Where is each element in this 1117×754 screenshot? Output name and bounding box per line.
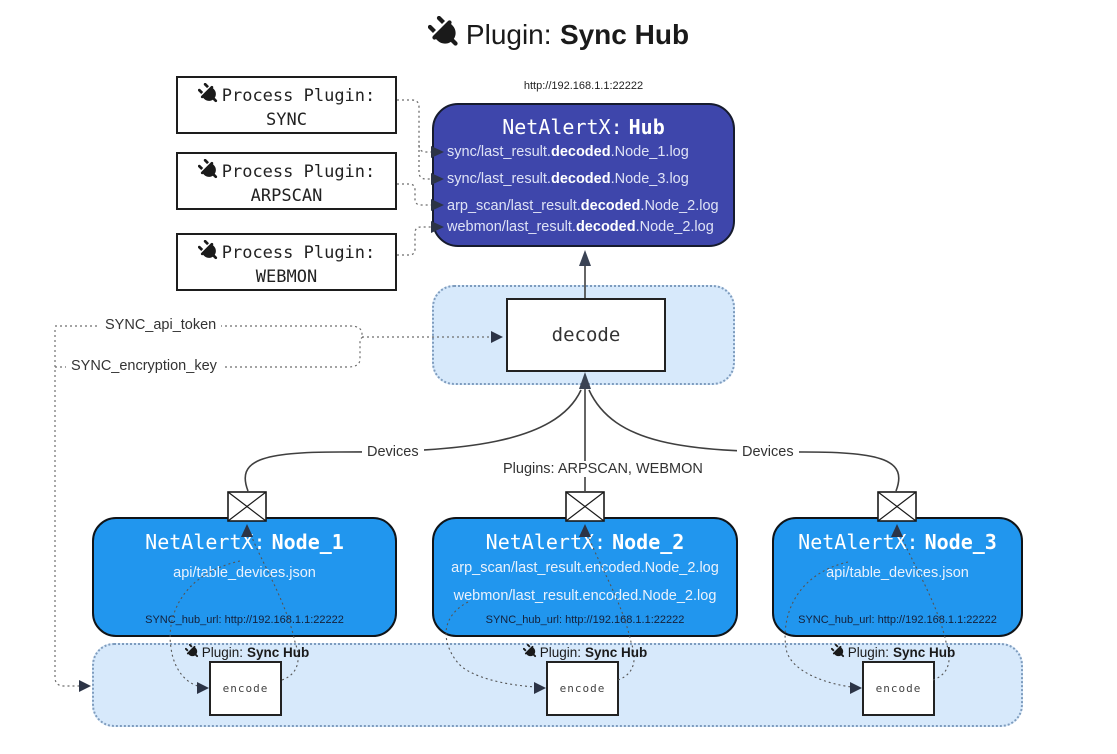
node-3-file: api/table_devices.json <box>826 565 969 581</box>
hub-box: NetAlertX:Hub sync/last_result.decoded.N… <box>432 103 735 247</box>
node-3-hub-url: SYNC_hub_url: http://192.168.1.1:22222 <box>798 614 997 626</box>
node-1-box: NetAlertX:Node_1 api/table_devices.json … <box>92 517 397 637</box>
hub-title: NetAlertX:Hub <box>434 115 733 139</box>
encode-box-2: encode <box>546 661 619 716</box>
hub-log-line: sync/last_result.decoded.Node_3.log <box>447 171 689 187</box>
process-plugin-webmon: Process Plugin: WEBMON <box>176 233 397 291</box>
decode-box: decode <box>506 298 666 372</box>
process-plugin-heading: Process Plugin: <box>221 86 376 106</box>
node-3-title: NetAlertX:Node_3 <box>798 530 997 554</box>
process-plugin-sync: Process Plugin: SYNC <box>176 76 397 134</box>
plug-icon <box>427 16 462 50</box>
node-2-file: arp_scan/last_result.encoded.Node_2.log <box>451 560 719 576</box>
encode-box-label: encode <box>222 682 269 695</box>
edge-label-plugins-middle: Plugins: ARPSCAN, WEBMON <box>498 461 708 477</box>
node-1-title: NetAlertX:Node_1 <box>145 530 344 554</box>
node-1-hub-url: SYNC_hub_url: http://192.168.1.1:22222 <box>145 614 344 626</box>
process-plugin-name: ARPSCAN <box>250 186 323 206</box>
hub-title-name: Hub <box>628 115 665 139</box>
node-2-hub-url: SYNC_hub_url: http://192.168.1.1:22222 <box>485 614 685 626</box>
encode-plugin-label: Plugin:Sync Hub <box>137 644 357 660</box>
decode-label: decode <box>551 324 621 346</box>
node-2-title: NetAlertX:Node_2 <box>485 530 685 554</box>
plug-icon <box>830 644 846 659</box>
edge-label-devices-left: Devices <box>362 444 424 460</box>
edge-label-devices-right: Devices <box>737 444 799 460</box>
process-plugin-arpscan: Process Plugin: ARPSCAN <box>176 152 397 210</box>
envelope-icon <box>877 491 917 522</box>
encode-plugin-label: Plugin:Sync Hub <box>475 644 695 660</box>
hub-log-line: arp_scan/last_result.decoded.Node_2.log <box>447 198 719 214</box>
process-plugin-name: SYNC <box>266 110 307 130</box>
encode-box-label: encode <box>559 682 606 695</box>
process-plugin-heading: Process Plugin: <box>221 243 376 263</box>
page-title: Plugin:Sync Hub <box>0 16 1117 51</box>
title-label: Plugin: <box>465 19 552 50</box>
hub-log-line: sync/last_result.decoded.Node_1.log <box>447 144 689 160</box>
envelope-icon <box>227 491 267 522</box>
sync-api-token-label: SYNC_api_token <box>100 317 222 333</box>
plug-icon <box>184 644 200 659</box>
node-2-box: NetAlertX:Node_2 arp_scan/last_result.en… <box>432 517 738 637</box>
hub-url: http://192.168.1.1:22222 <box>523 80 644 92</box>
encode-box-3: encode <box>862 661 935 716</box>
hub-title-label: NetAlertX: <box>502 115 623 139</box>
encode-box-1: encode <box>209 661 282 716</box>
plug-icon <box>197 83 220 105</box>
node-3-box: NetAlertX:Node_3 api/table_devices.json … <box>772 517 1023 637</box>
encode-box-label: encode <box>875 682 922 695</box>
process-plugin-heading: Process Plugin: <box>221 162 376 182</box>
title-name: Sync Hub <box>559 19 690 50</box>
process-plugin-name: WEBMON <box>255 267 318 287</box>
node-1-file: api/table_devices.json <box>173 565 316 581</box>
sync-encryption-key-label: SYNC_encryption_key <box>66 358 222 374</box>
hub-log-line: webmon/last_result.decoded.Node_2.log <box>447 219 714 235</box>
plug-icon <box>197 240 220 262</box>
node-2-file: webmon/last_result.encoded.Node_2.log <box>453 588 717 604</box>
envelope-icon <box>565 491 605 522</box>
plug-icon <box>522 644 538 659</box>
plug-icon <box>197 159 220 181</box>
encode-plugin-label: Plugin:Sync Hub <box>783 644 1003 660</box>
